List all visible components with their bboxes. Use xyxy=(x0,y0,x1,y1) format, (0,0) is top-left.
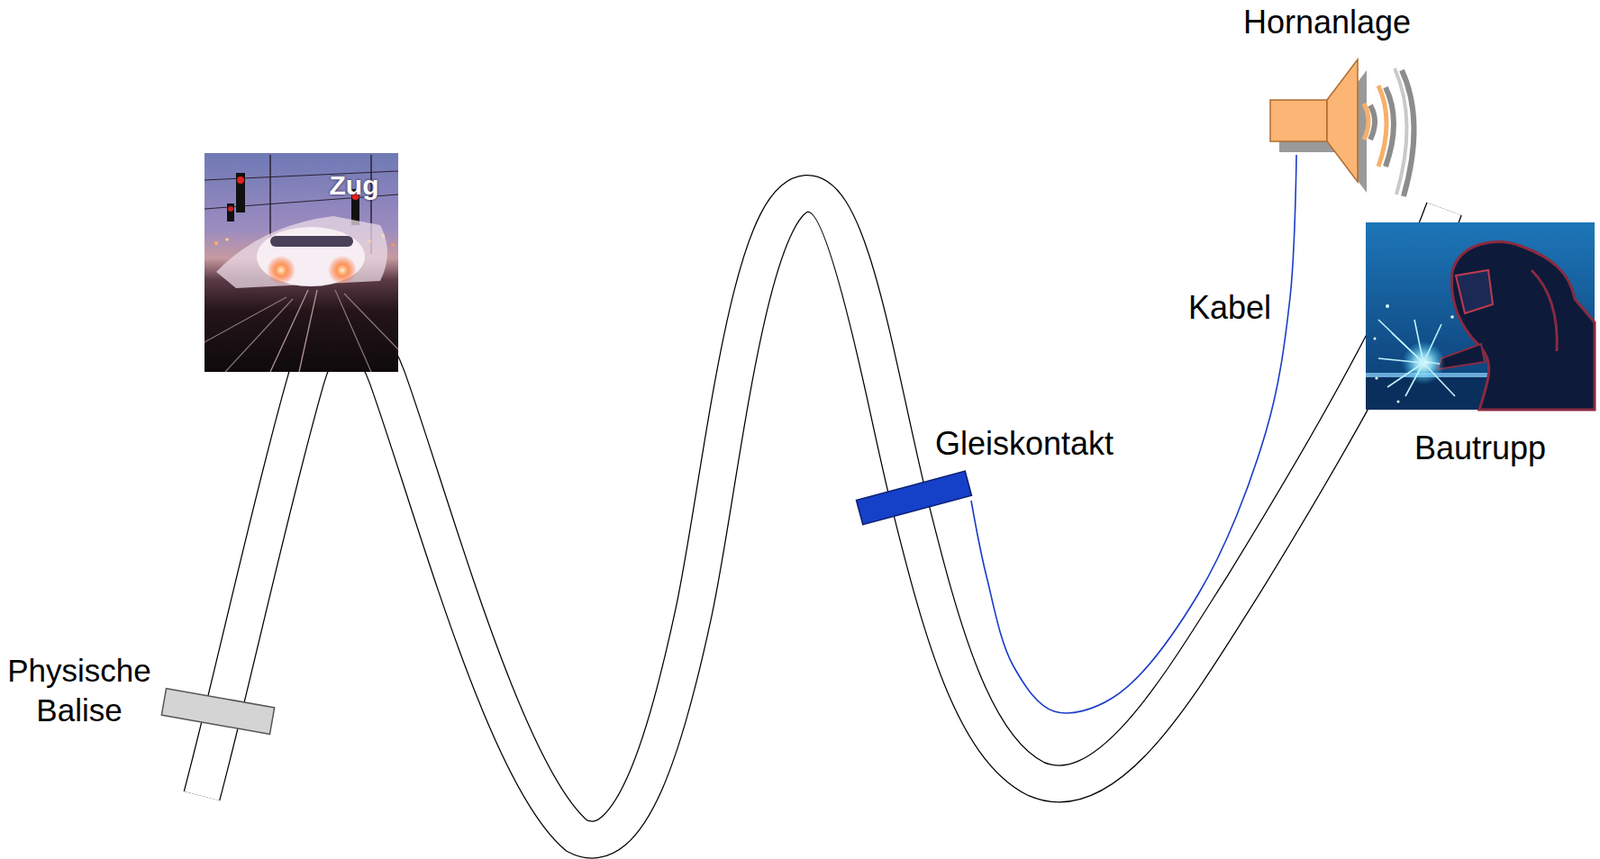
train-photo-label: Zug xyxy=(309,169,400,202)
train-photo-art-part xyxy=(204,297,287,343)
horn-speaker-art-part xyxy=(1394,68,1408,195)
work-crew-photo-art-part-part xyxy=(1387,363,1424,388)
horn-speaker-art-part xyxy=(1370,105,1375,140)
horn-speaker: Hornanlage xyxy=(1234,1,1420,155)
track-contact-label: Gleiskontakt xyxy=(934,424,1115,464)
work-crew-photo-art-part-part xyxy=(1423,324,1442,364)
train-photo-art-part xyxy=(204,153,399,373)
track-contact-symbol xyxy=(855,471,972,525)
train-photo-art-part xyxy=(299,290,318,373)
horn-speaker-label: Hornanlage xyxy=(1234,2,1420,43)
train-photo-art-part xyxy=(344,293,399,350)
cable-label: Kabel xyxy=(1188,288,1272,328)
work-crew-photo-art-part-part xyxy=(1397,400,1400,404)
horn-speaker-art-part xyxy=(1327,59,1358,182)
train-photo-art-part xyxy=(236,176,245,184)
train-photo-art-part xyxy=(227,206,234,212)
train-photo-art-part xyxy=(270,236,354,247)
work-crew-photo-art-part-part xyxy=(1423,363,1455,397)
work-crew-photo-art-part xyxy=(1365,222,1595,410)
train-photo-art-part xyxy=(216,216,388,289)
work-crew-photo-art-part-part xyxy=(1405,363,1424,397)
horn-speaker-art xyxy=(1270,59,1415,197)
work-crew-photo: Bautrupp xyxy=(1365,222,1595,473)
horn-speaker-art-part xyxy=(1270,100,1328,142)
horn-speaker-art-part xyxy=(1363,103,1369,140)
work-crew-photo-art-part-part xyxy=(1378,358,1424,364)
train-photo-art-part xyxy=(256,227,365,287)
work-crew-photo-art-part xyxy=(1451,242,1595,410)
work-crew-photo-art-part-part xyxy=(1385,304,1390,309)
work-crew-photo-label: Bautrupp xyxy=(1365,428,1595,469)
work-crew-photo-art-part xyxy=(1455,270,1493,314)
train-photo-art-part xyxy=(225,237,229,242)
train-photo-art-part xyxy=(390,243,395,247)
track-contact: Gleiskontakt xyxy=(855,421,1118,501)
train-photo-art xyxy=(204,153,399,373)
train-photo-art-part xyxy=(214,241,219,246)
train-photo-art-part xyxy=(266,255,296,285)
work-crew-photo-art-part-part xyxy=(1373,337,1377,341)
balise: Physische Balise xyxy=(3,648,288,739)
work-crew-photo-art-part xyxy=(1373,304,1455,404)
train-photo-art-part xyxy=(227,203,235,222)
train-photo-art-part xyxy=(327,255,357,285)
work-crew-photo-art-part-part xyxy=(1378,319,1424,364)
balise-label: Physische Balise xyxy=(3,651,155,731)
work-crew-photo-art-part-part xyxy=(1450,315,1455,319)
work-crew-photo-art xyxy=(1365,222,1595,410)
work-crew-photo-art-part xyxy=(1378,319,1455,397)
work-crew-photo-art-part-part xyxy=(1374,376,1378,380)
train-photo: Zug xyxy=(204,153,399,373)
train-photo-art-part xyxy=(225,299,293,373)
horn-speaker-art-part xyxy=(1378,85,1387,167)
train-photo-art-part xyxy=(236,172,246,213)
balise-symbol xyxy=(161,689,274,736)
work-crew-photo-art-part xyxy=(1531,270,1557,352)
